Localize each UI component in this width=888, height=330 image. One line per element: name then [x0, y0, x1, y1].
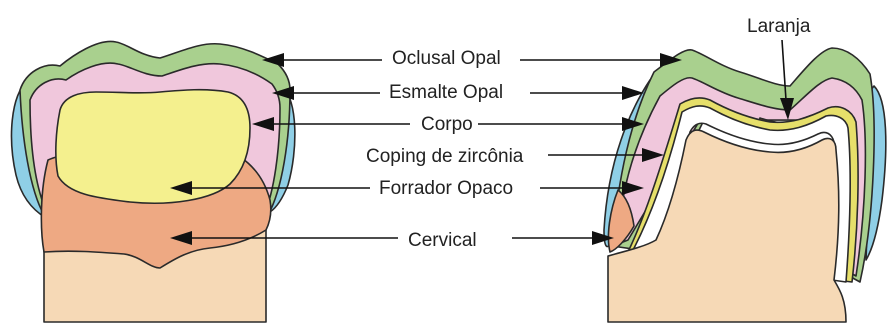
arrow-esmalte-left-head [272, 86, 294, 100]
label-oclusal-opal: Oclusal Opal [392, 48, 501, 69]
label-corpo: Corpo [421, 114, 473, 135]
arrow-oclusal-left-head [262, 53, 284, 67]
arrow-oclusal-right-head [660, 53, 682, 67]
arrow-cervical-right-head [592, 231, 614, 245]
left-tooth [10, 40, 296, 323]
arrow-cervical-left-head [170, 231, 192, 245]
left-corpo [55, 88, 251, 204]
arrow-coping-right-head [642, 148, 664, 162]
label-forrador: Forrador Opaco [379, 178, 513, 199]
right-forrador-opaco [607, 189, 635, 253]
label-esmalte-opal: Esmalte Opal [389, 82, 503, 103]
arrow-laranja-line [781, 39, 787, 101]
right-tooth [603, 47, 887, 323]
arrow-esmalte-right-head [622, 86, 644, 100]
arrow-forrador-left-head [170, 181, 192, 195]
right-prepared-tooth [607, 129, 847, 323]
label-coping: Coping de zircônia [366, 146, 524, 167]
labels: Oclusal Opal Esmalte Opal Corpo Coping d… [366, 16, 811, 251]
arrow-corpo-right-head [622, 117, 644, 131]
label-cervical: Cervical [408, 230, 477, 251]
arrow-forrador-right-head [622, 181, 644, 195]
arrow-laranja-head [780, 98, 794, 120]
arrow-corpo-left-head [252, 117, 274, 131]
leader-arrows [170, 39, 794, 245]
label-laranja: Laranja [747, 16, 811, 37]
